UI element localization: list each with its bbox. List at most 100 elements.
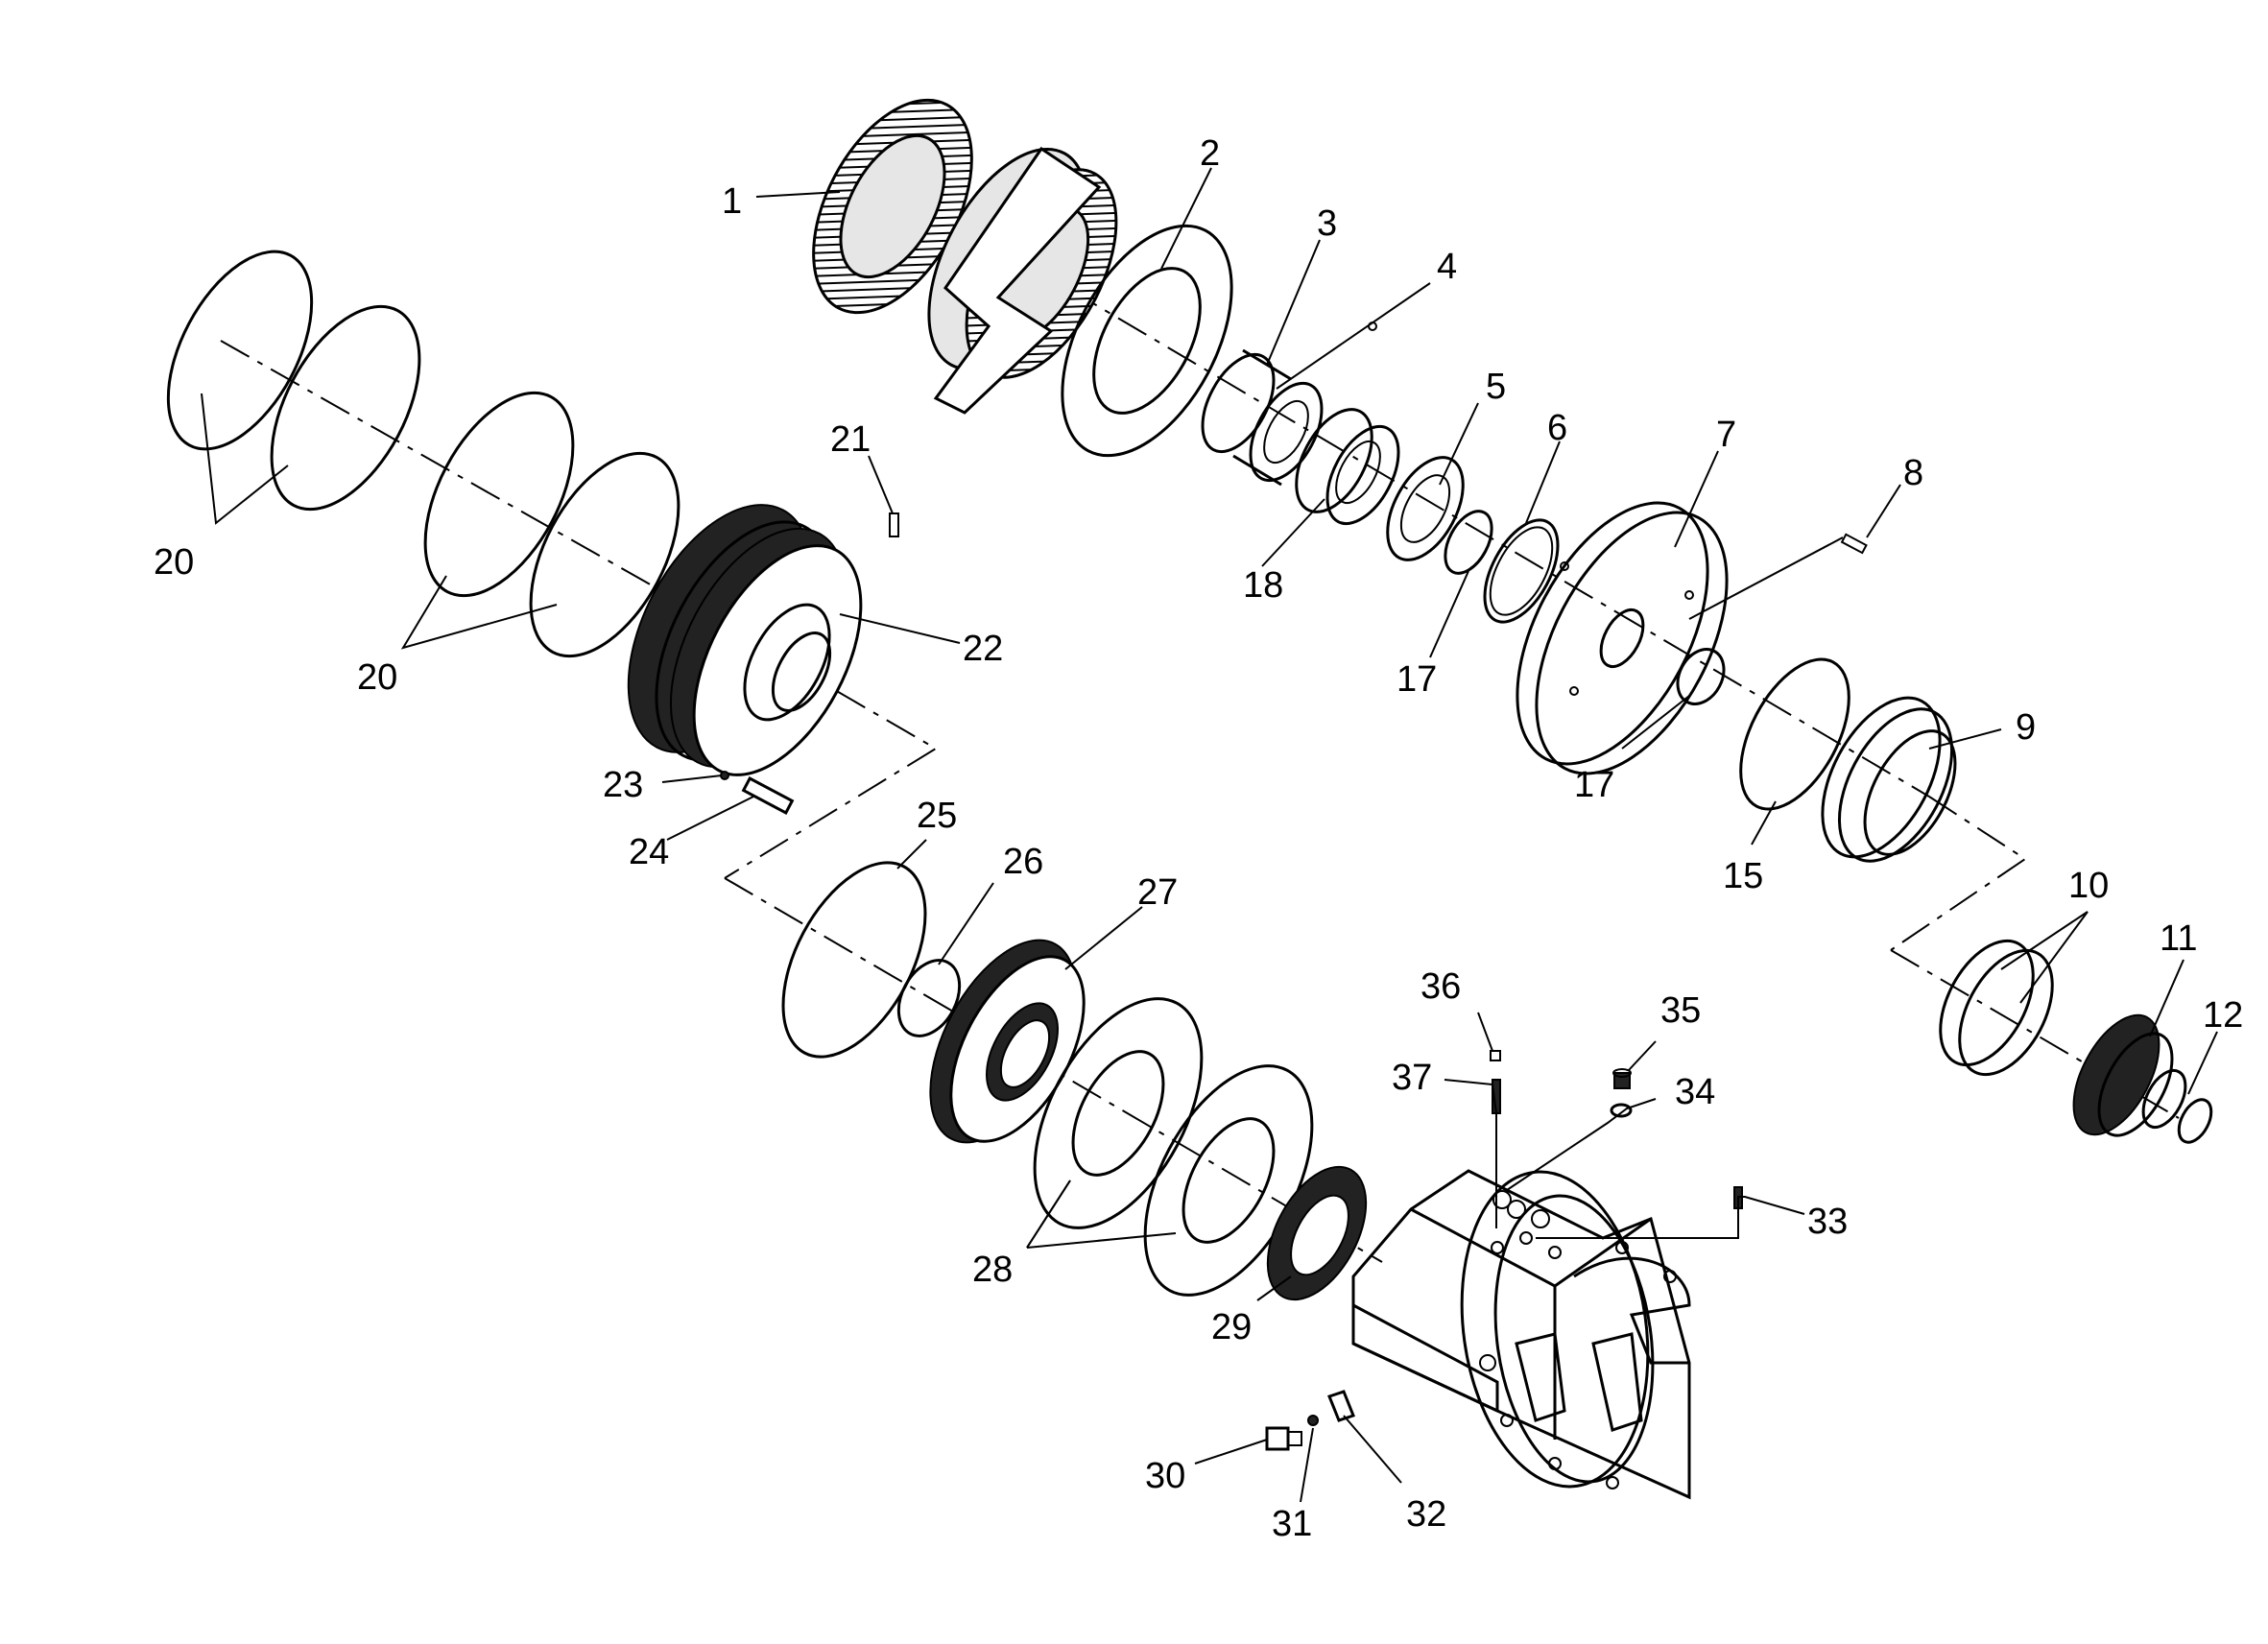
part-11-cap — [2072, 1013, 2187, 1137]
leader-12 — [2187, 1031, 2218, 1095]
callout-12: 12 — [2203, 995, 2243, 1036]
part-12-o-ring — [2177, 1098, 2213, 1144]
part-21-pin — [889, 512, 899, 537]
callout-5: 5 — [1486, 367, 1506, 407]
leader-29 — [1256, 1275, 1292, 1301]
part-24-pin — [741, 776, 795, 815]
leader-17a — [1429, 570, 1469, 658]
part-15-o-ring — [1739, 657, 1850, 811]
part-9-bearing — [1821, 696, 1957, 863]
callout-4: 4 — [1437, 247, 1457, 287]
callout-35: 35 — [1660, 990, 1701, 1031]
axis-top — [968, 229, 1930, 798]
part-8-pin — [1840, 533, 1868, 555]
leader-31 — [1300, 1427, 1314, 1503]
leader-20a — [201, 393, 289, 525]
part-26-o-ring — [896, 959, 962, 1037]
callout-9: 9 — [2016, 707, 2036, 748]
callout-17b: 17 — [1574, 765, 1614, 805]
callout-20a: 20 — [154, 542, 194, 583]
leader-17b — [1621, 695, 1690, 750]
leader-18 — [1261, 498, 1325, 567]
leader-27 — [1064, 906, 1143, 970]
part-35-plug — [1612, 1068, 1632, 1089]
callout-2: 2 — [1200, 133, 1220, 174]
callout-32: 32 — [1406, 1494, 1446, 1535]
leader-20b — [400, 575, 558, 650]
parts — [166, 98, 2213, 1500]
part-30-bolt — [1265, 1426, 1302, 1451]
part-6-ring — [1483, 518, 1560, 624]
leader-6 — [1525, 441, 1561, 524]
callout-10: 10 — [2068, 866, 2109, 906]
leader-7 — [1674, 450, 1719, 548]
callout-6: 6 — [1547, 408, 1567, 448]
callout-18: 18 — [1243, 565, 1283, 606]
part-2-separator-plate — [1061, 224, 1233, 458]
leader-26 — [938, 882, 994, 965]
part-34-washer — [1610, 1103, 1633, 1118]
part-7-cover-plate — [1516, 501, 1729, 775]
part-23-ball — [720, 771, 729, 780]
callout-21: 21 — [830, 419, 871, 460]
leader-lines — [201, 167, 2218, 1503]
callout-25: 25 — [917, 796, 957, 836]
callouts: 1 2 3 4 5 6 7 8 9 10 11 12 15 17 17 18 2… — [154, 133, 2243, 1544]
leader-30 — [1194, 1439, 1268, 1465]
leader-35 — [1628, 1040, 1657, 1071]
part-3-hub — [1201, 348, 1324, 487]
part-25-ring — [781, 861, 927, 1059]
leader-5 — [1439, 402, 1479, 486]
leader-36 — [1477, 1012, 1493, 1052]
leader-37 — [1444, 1079, 1497, 1228]
leader-32 — [1343, 1415, 1402, 1484]
leader-15 — [1751, 800, 1777, 846]
part-10-rings — [1939, 939, 2054, 1077]
part-1-friction-disc — [812, 98, 973, 315]
callout-33: 33 — [1807, 1202, 1848, 1242]
part-18-seal-ring — [1295, 408, 1400, 526]
leader-8 — [1866, 484, 1901, 538]
leader-1 — [755, 191, 841, 198]
leader-10 — [2000, 911, 2089, 1004]
leader-9 — [1928, 728, 2002, 750]
part-housing — [1351, 1169, 1691, 1500]
callout-28: 28 — [972, 1250, 1013, 1290]
part-17-o-ring-upper — [1444, 510, 1493, 575]
callout-36: 36 — [1420, 966, 1461, 1007]
leader-33 — [1536, 1196, 1805, 1239]
callout-24: 24 — [629, 832, 669, 872]
callout-8: 8 — [1903, 453, 1923, 493]
callout-23: 23 — [603, 765, 643, 805]
callout-3: 3 — [1317, 203, 1337, 244]
leader-8b — [1688, 536, 1844, 620]
leader-4 — [1276, 282, 1431, 390]
callout-20b: 20 — [357, 657, 397, 698]
part-31-washer — [1307, 1415, 1319, 1426]
callout-26: 26 — [1003, 842, 1043, 882]
callout-17a: 17 — [1397, 659, 1437, 700]
leader-34 — [1506, 1098, 1657, 1191]
callout-37: 37 — [1392, 1058, 1432, 1098]
part-27-piston — [929, 939, 1086, 1144]
callout-27: 27 — [1137, 872, 1178, 913]
callout-7: 7 — [1716, 415, 1736, 455]
leader-23 — [661, 774, 723, 783]
callout-30: 30 — [1145, 1456, 1185, 1496]
leader-28c — [1026, 1179, 1071, 1249]
leader-25 — [896, 839, 927, 870]
leader-2 — [1160, 167, 1212, 270]
part-22-clutch-drum — [627, 504, 863, 776]
leader-28b — [1026, 1232, 1177, 1249]
part-29-bearing — [1266, 1165, 1368, 1301]
callout-1: 1 — [722, 181, 742, 222]
callout-22: 22 — [963, 629, 1003, 669]
leader-24 — [666, 796, 754, 841]
part-20-seal-rings — [166, 250, 680, 658]
leader-3 — [1266, 239, 1321, 366]
callout-29: 29 — [1211, 1307, 1252, 1347]
leader-11 — [2149, 959, 2184, 1037]
part-5-washer — [1386, 456, 1465, 561]
leader-21 — [868, 455, 894, 514]
leader-22 — [839, 613, 961, 644]
